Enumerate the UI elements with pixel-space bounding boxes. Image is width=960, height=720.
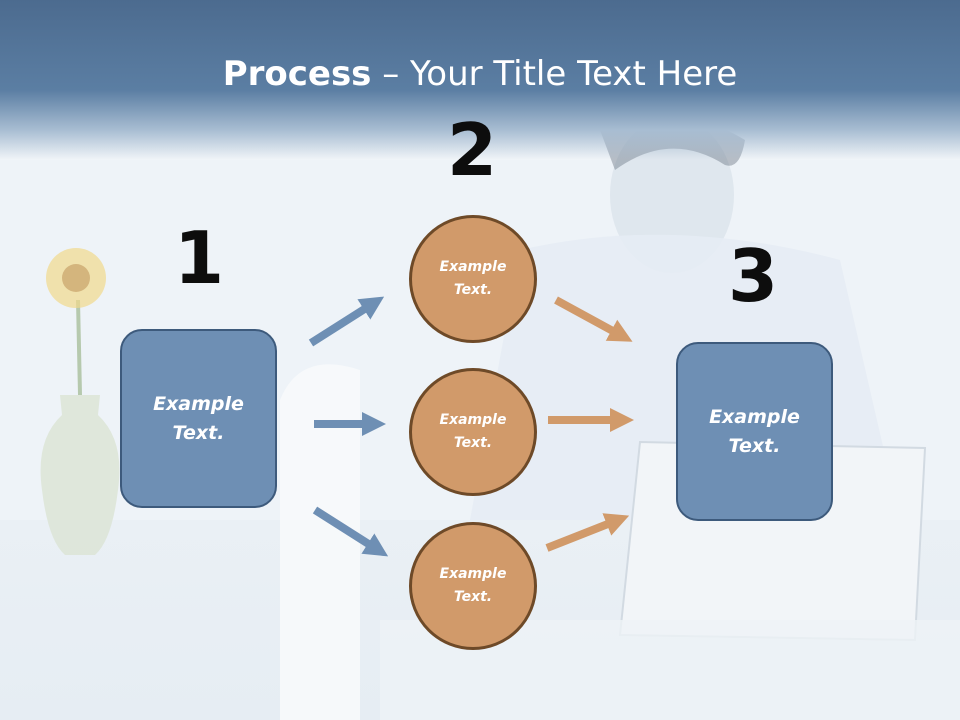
arrow-bottom-to-3	[545, 513, 630, 552]
circle-bottom-line2: Text.	[453, 589, 493, 605]
circle-top-line1: Example	[439, 259, 507, 275]
step-1-line2: Text.	[172, 421, 225, 444]
step-2-circle-middle: Example Text.	[409, 368, 537, 496]
circle-bottom-line1: Example	[439, 566, 507, 582]
arrow-1-to-bottom	[312, 506, 389, 557]
circle-middle-line2: Text.	[453, 435, 493, 451]
step-number-1: 1	[173, 216, 225, 300]
arrow-top-to-3	[554, 296, 633, 342]
title-rest: – Your Title Text Here	[371, 54, 738, 94]
step-3-box: Example Text.	[676, 342, 833, 521]
arrow-1-to-top	[308, 296, 385, 347]
step-1-box: Example Text.	[120, 329, 277, 508]
step-2-circle-top: Example Text.	[409, 215, 537, 343]
circle-middle-line1: Example	[439, 412, 507, 428]
title-band	[0, 0, 960, 160]
slide-title: Process – Your Title Text Here	[0, 52, 960, 96]
step-3-line1: Example	[709, 405, 800, 428]
title-bold: Process	[222, 54, 372, 94]
step-3-line2: Text.	[728, 434, 781, 457]
step-1-line1: Example	[153, 392, 244, 415]
step-number-3: 3	[727, 234, 779, 318]
step-2-circle-bottom: Example Text.	[409, 522, 537, 650]
step-number-2: 2	[446, 108, 498, 192]
circle-top-line2: Text.	[453, 282, 493, 298]
